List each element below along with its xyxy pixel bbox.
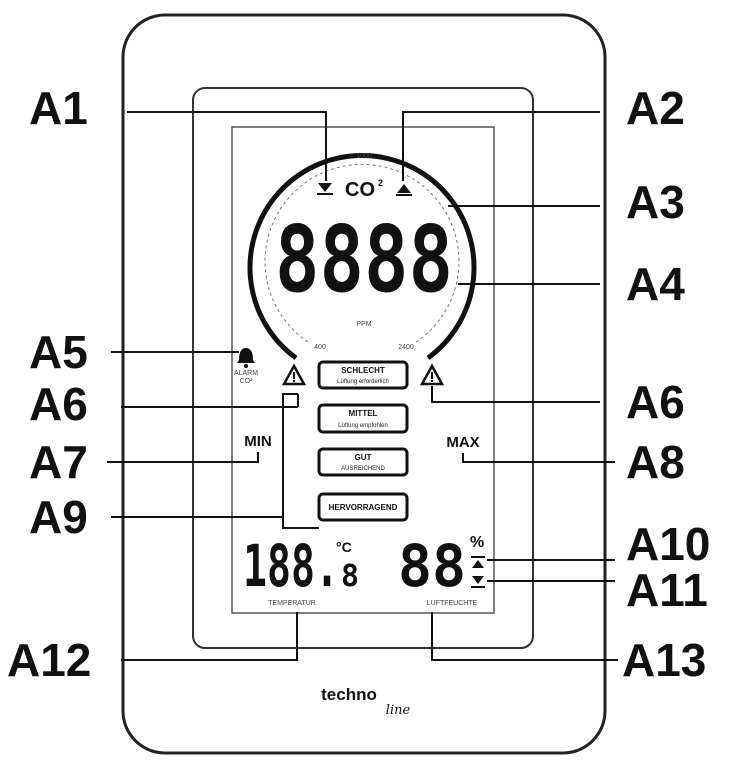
- min-value-arrow-icon: [317, 183, 333, 195]
- callout-a7: A7: [29, 436, 88, 488]
- temperature-caption: TEMPERATUR: [268, 600, 316, 607]
- status-title: HERVORRAGEND: [329, 503, 398, 512]
- status-title: GUT: [355, 453, 372, 462]
- callout-a12: A12: [7, 634, 91, 686]
- scale-label-right: 2400: [398, 344, 414, 351]
- min-label: MIN: [244, 433, 272, 450]
- brand-logo-script: line: [386, 703, 411, 718]
- status-subtitle: Lüftung empfohlen: [338, 423, 388, 429]
- alarm-co2-label: CO²: [240, 378, 254, 385]
- humidity-up-arrow-icon: [471, 556, 485, 568]
- status-bracket: [282, 393, 319, 529]
- temperature-decimal: 8: [341, 559, 359, 594]
- status-button-good: GUT AUSREICHEND: [317, 447, 409, 477]
- co2-label: CO: [345, 179, 375, 201]
- max-label: MAX: [446, 434, 479, 451]
- callout-a9: A9: [29, 491, 88, 543]
- co2-digits: 8888: [275, 206, 453, 313]
- max-value-arrow-icon: [396, 184, 412, 196]
- callout-a3: A3: [626, 176, 685, 228]
- status-button-medium: MITTEL Lüftung empfohlen: [317, 403, 409, 434]
- callout-a13: A13: [622, 634, 706, 686]
- humidity-caption: LUFTFEUCHTE: [427, 600, 478, 607]
- status-subtitle: AUSREICHEND: [341, 466, 385, 472]
- scale-label-left: 400: [314, 344, 326, 351]
- alarm-label: ALARM: [234, 370, 258, 377]
- temperature-digits: 188.: [243, 532, 339, 600]
- ppm-unit: PPM: [356, 321, 371, 328]
- humidity-digits: 88: [398, 532, 466, 600]
- humidity-down-arrow-icon: [471, 576, 485, 588]
- callout-a10: A10: [626, 518, 710, 570]
- warning-left-icon: [281, 363, 307, 386]
- brand-logo: techno: [321, 685, 377, 704]
- callout-a11: A11: [626, 564, 708, 616]
- callout-a6-left: A6: [29, 378, 88, 430]
- temperature-unit: °C: [336, 539, 352, 555]
- callout-a8: A8: [626, 436, 685, 488]
- status-subtitle: Lüftung erforderlich: [337, 379, 389, 385]
- callout-a5: A5: [29, 326, 88, 378]
- alarm-bell-icon: [237, 348, 255, 368]
- callout-a4: A4: [626, 258, 685, 310]
- status-title: MITTEL: [349, 409, 378, 418]
- status-button-excellent: HERVORRAGEND: [317, 492, 409, 522]
- scale-label-top: 1000: [356, 153, 372, 160]
- leader-lines: [107, 111, 618, 661]
- callout-a2: A2: [626, 82, 685, 134]
- status-title: SCHLECHT: [341, 366, 385, 375]
- co2-label-sup: 2: [378, 178, 383, 188]
- status-button-bad: SCHLECHT Lüftung erforderlich: [317, 360, 409, 390]
- warning-right-icon: [419, 363, 445, 386]
- co2-scale-ring: [264, 164, 460, 343]
- callout-a6-right: A6: [626, 376, 685, 428]
- humidity-unit: %: [470, 534, 484, 551]
- callout-a1: A1: [29, 82, 88, 134]
